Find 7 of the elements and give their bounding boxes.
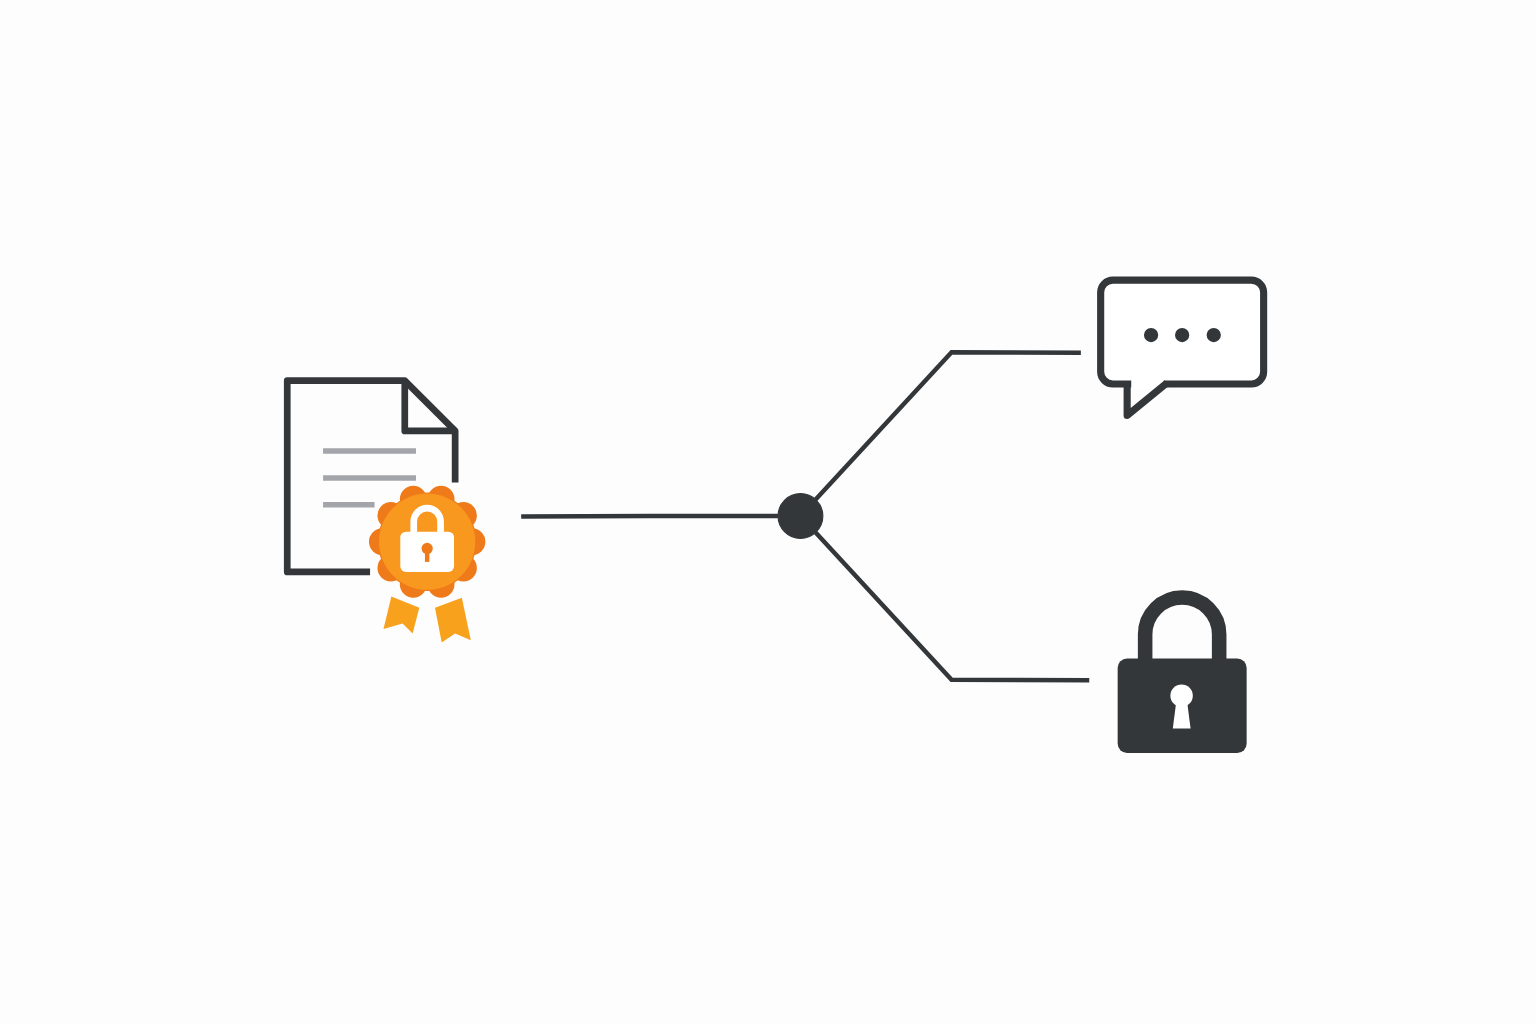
chat-bubble-icon — [1097, 276, 1268, 420]
certificate-document-icon — [283, 377, 486, 643]
junction-dot — [777, 493, 824, 540]
padlock-icon — [1117, 590, 1247, 754]
connector-line — [814, 531, 1090, 683]
connector-line — [521, 513, 779, 519]
connector-line — [814, 350, 1081, 502]
